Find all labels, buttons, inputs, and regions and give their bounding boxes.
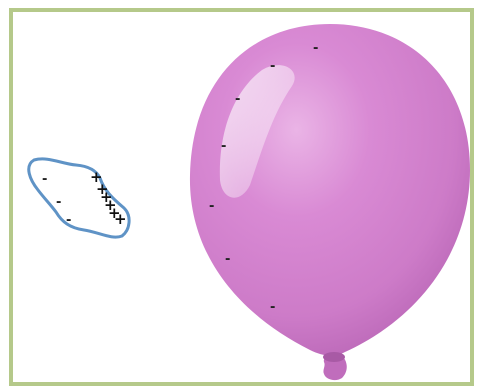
paper-charge-9: + xyxy=(114,210,127,228)
balloon-charge-6: - xyxy=(225,252,230,267)
paper-charge-1: - xyxy=(42,172,47,187)
paper-charge-2: - xyxy=(56,195,61,210)
balloon-charge-2: - xyxy=(270,59,275,74)
balloon-charge-1: - xyxy=(313,41,318,56)
balloon-charge-7: - xyxy=(270,300,275,315)
balloon-charge-3: - xyxy=(235,92,240,107)
balloon-charge-5: - xyxy=(209,199,214,214)
paper-charge-3: - xyxy=(66,213,71,228)
balloon-neck xyxy=(323,352,345,362)
balloon-charge-4: - xyxy=(221,139,226,154)
